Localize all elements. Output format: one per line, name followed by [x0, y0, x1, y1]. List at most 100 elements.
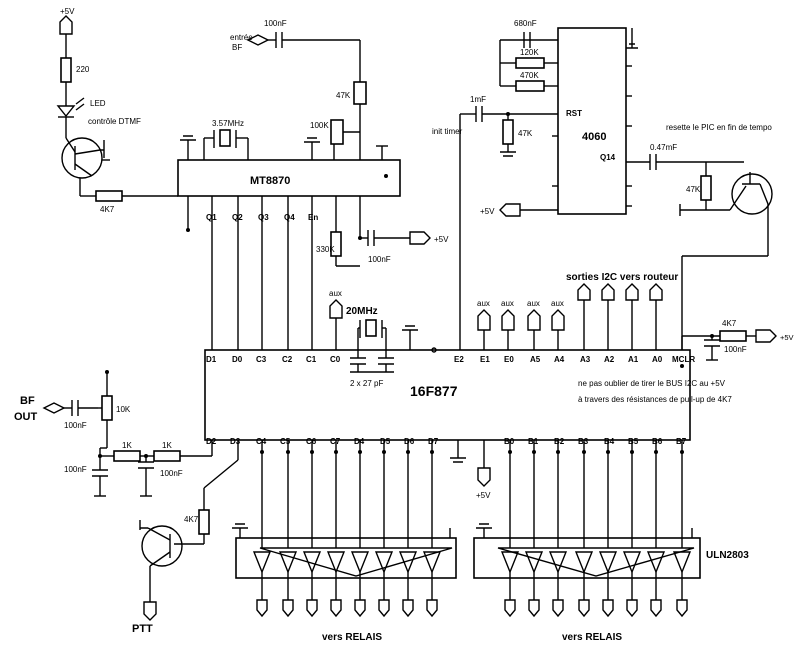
mt8870-bottom-wiring: 330K 100nF +5V [186, 196, 449, 350]
reset-note: resette le PIC en fin de tempo [666, 123, 772, 132]
mt8870-chip [177, 159, 401, 197]
c4060-rst-label: RST [566, 109, 582, 118]
plus5v-label-pic: +5V [476, 491, 491, 500]
left-relay-output-0 [256, 599, 268, 618]
mt8870-label: MT8870 [250, 175, 290, 187]
crystal-dtmf [219, 129, 231, 147]
pic-pin-d7: D7 [428, 437, 439, 446]
resistor-47k-in-label: 47K [336, 91, 351, 100]
aux-label-a5: aux [527, 299, 540, 308]
mclr-section: 4K7 +5V 100nF [681, 319, 794, 361]
pic-pin-e0: E0 [504, 355, 514, 364]
i2c-note-1: ne pas oublier de tirer le BUS I2C au +5… [578, 379, 726, 388]
resistor-4k7-base [95, 190, 123, 202]
mt8870-pin-q3: Q3 [258, 213, 269, 222]
left-uln-driver-3 [326, 551, 346, 574]
cap-680nf-label: 680nF [514, 19, 537, 28]
left-uln-driver-4 [350, 551, 370, 574]
resistor-470k [515, 80, 545, 92]
mt8870-pin-q4: Q4 [284, 213, 295, 222]
right-relay-output-0 [504, 599, 516, 618]
aux-label-e0: aux [501, 299, 514, 308]
pic-pin-d5: D5 [380, 437, 391, 446]
pic-pin-d0: D0 [232, 355, 243, 364]
plus5v-label-4060: +5V [480, 207, 495, 216]
right-relay-output-2 [552, 599, 564, 618]
uln-label: ULN2803 [706, 550, 749, 561]
right-relay-output-5 [626, 599, 638, 618]
left-channel-junction-1 [286, 450, 290, 454]
left-uln-driver-5 [374, 551, 394, 574]
pic-pin-a4: A4 [554, 355, 565, 364]
pic-pin-a2: A2 [604, 355, 615, 364]
pic-pin-c3: C3 [256, 355, 267, 364]
plus5v-label-mt8870: +5V [434, 235, 449, 244]
pic-pin-mclr: MCLR [672, 355, 695, 364]
led-desc: contrôle DTMF [88, 117, 141, 126]
uln-left [232, 523, 457, 579]
left-uln-driver-1 [278, 551, 298, 574]
right-uln-driver-5 [622, 551, 642, 574]
right-channel-junction-0 [508, 450, 512, 454]
plus5v-arrow [59, 15, 73, 35]
resistor-mclr [719, 330, 747, 342]
right-relay-output-7 [676, 599, 688, 618]
relays-left-label: vers RELAIS [322, 632, 382, 643]
left-uln-driver-6 [398, 551, 418, 574]
crystal-pic-label: 20MHz [346, 306, 378, 317]
plus5v-label-mclr: +5V [780, 333, 794, 342]
relays-right-label: vers RELAIS [562, 632, 622, 643]
pic-pin-c2: C2 [282, 355, 293, 364]
pic-section: 16F877 ne pas oublier de tirer le BUS I2… [204, 349, 732, 441]
right-uln-driver-6 [646, 551, 666, 574]
left-relay-output-2 [306, 599, 318, 618]
aux-label-a4: aux [551, 299, 564, 308]
left-relay-output-4 [354, 599, 366, 618]
resistor-220 [60, 57, 72, 83]
cap-filter-2-label: 100nF [160, 469, 183, 478]
cap-mclr-label: 100nF [724, 345, 747, 354]
right-relay-output-1 [528, 599, 540, 618]
led-section: +5V 220 LED contrôle DTMF 4K7 [56, 7, 178, 214]
left-channel-junction-0 [260, 450, 264, 454]
i2c-title: sorties I2C vers routeur [566, 272, 678, 283]
resistor-470k-label: 470K [520, 71, 539, 80]
right-channel-junction-1 [532, 450, 536, 454]
resistor-rst-47k [502, 119, 514, 145]
pic-pin-a1: A1 [628, 355, 639, 364]
mt8870-pin-en: En [308, 213, 318, 222]
pic-pin-a3: A3 [580, 355, 591, 364]
right-uln-driver-4 [598, 551, 618, 574]
resistor-220-label: 220 [76, 65, 90, 74]
left-uln-driver-2 [302, 551, 322, 574]
transistor-reset [731, 173, 773, 215]
bf-in-label: entrée [230, 33, 253, 42]
resistor-filter-1k-a [113, 450, 141, 462]
resistor-330k-label: 330K [316, 245, 335, 254]
right-relay-output-3 [578, 599, 590, 618]
ptt-label: PTT [132, 623, 153, 635]
resistor-filter-1k-b-label: 1K [162, 441, 172, 450]
pic-pin-d1: D1 [206, 355, 217, 364]
right-relay-output-4 [602, 599, 614, 618]
resistor-reset-47k [700, 175, 712, 201]
cap-bf-in-label: 100nF [264, 19, 287, 28]
left-relay-output-6 [402, 599, 414, 618]
pot-100k-label: 100K [310, 121, 329, 130]
left-relay-output-5 [378, 599, 390, 618]
init-timer-label: init timer [432, 127, 463, 136]
resistor-reset-47k-label: 47K [686, 185, 701, 194]
cap-1mf-label: 1mF [470, 95, 486, 104]
pot-10k-label: 10K [116, 405, 131, 414]
uln-right-chip [473, 537, 701, 579]
left-relay-output-3 [330, 599, 342, 618]
pic-pin-c5: C5 [280, 437, 291, 446]
left-relay-output-1 [282, 599, 294, 618]
pic-pin-e1: E1 [480, 355, 490, 364]
left-channel-junction-2 [310, 450, 314, 454]
right-channel-junction-5 [630, 450, 634, 454]
crystal-pic [365, 319, 377, 337]
pic-pin-e2: E2 [454, 355, 464, 364]
left-uln-driver-7 [422, 551, 442, 574]
resistor-filter-1k-b [153, 450, 181, 462]
